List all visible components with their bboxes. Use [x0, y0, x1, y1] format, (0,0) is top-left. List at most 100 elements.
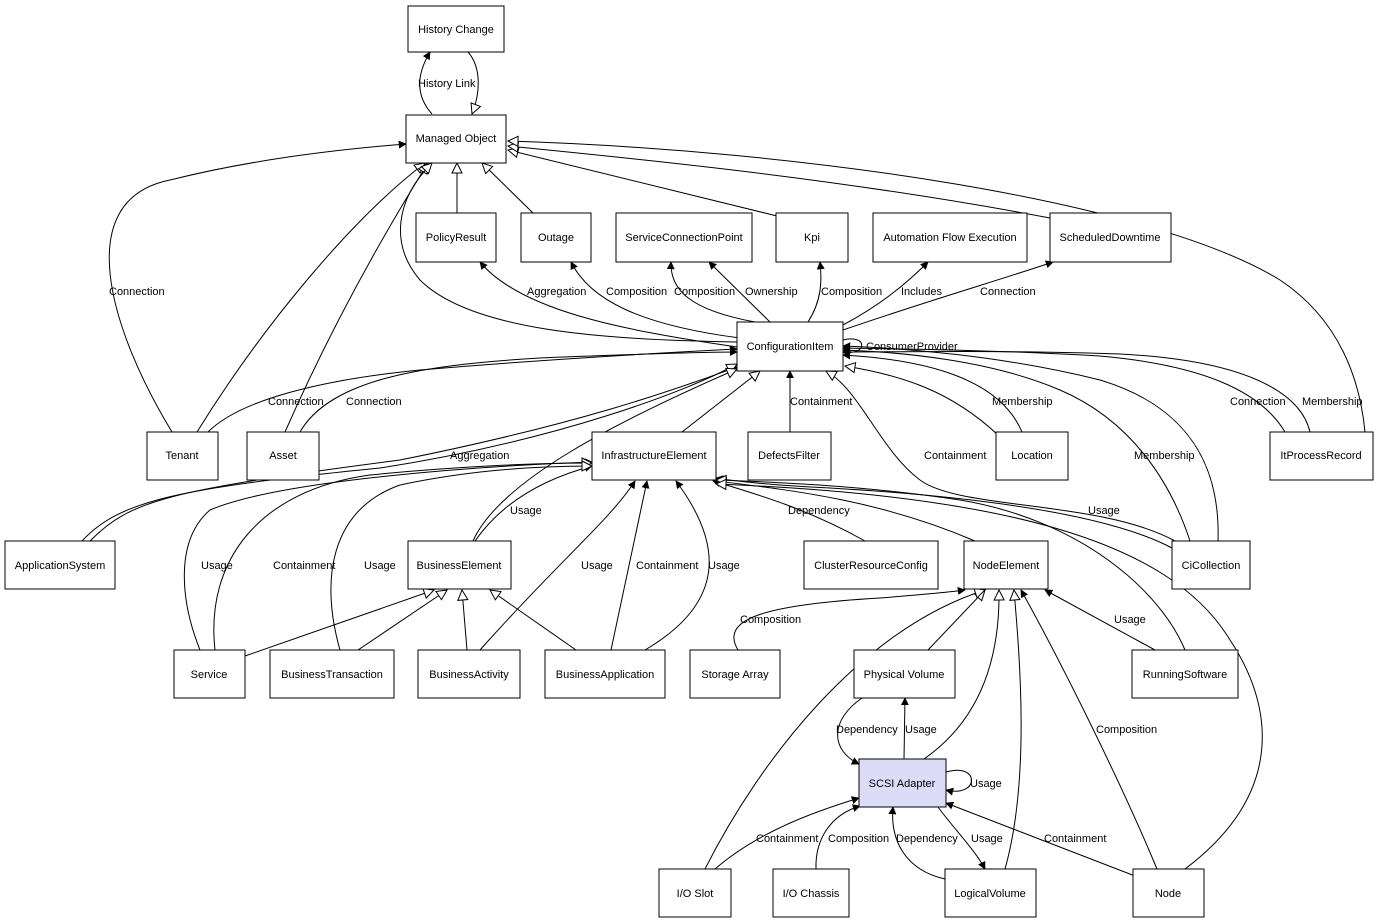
edge-usage-running-software [1044, 589, 1156, 651]
node-business-element[interactable]: BusinessElement [407, 540, 512, 590]
edge-label: Composition [1096, 724, 1157, 736]
node-node[interactable]: Node [1132, 868, 1205, 918]
edge-label: Ownership [745, 286, 798, 298]
node-outage[interactable]: Outage [520, 212, 592, 263]
edge-physical-node-element [927, 590, 985, 651]
node-label: ServiceConnectionPoint [625, 232, 742, 244]
edge-logical-node-element [1004, 590, 1022, 870]
edge-aggregation-policy [479, 261, 738, 348]
node-physical-volume[interactable]: Physical Volume [853, 649, 956, 699]
edge-label: Usage [1114, 614, 1146, 626]
node-kpi[interactable]: Kpi [775, 212, 849, 263]
edge-label: Membership [992, 396, 1053, 408]
node-label: LogicalVolume [954, 888, 1026, 900]
edge-label: Composition [740, 614, 801, 626]
edge-containment-service [213, 463, 592, 651]
node-label: Tenant [165, 450, 198, 462]
node-scheduled-downtime[interactable]: ScheduledDowntime [1049, 212, 1172, 263]
node-it-process-record[interactable]: ItProcessRecord [1269, 431, 1374, 481]
node-location[interactable]: Location [995, 431, 1069, 481]
edge-scsi-node-element [923, 590, 999, 760]
node-label: Service [191, 669, 228, 681]
edge-label: Connection [109, 286, 165, 298]
node-scsi-adapter[interactable]: SCSI Adapter [858, 758, 947, 808]
node-io-slot[interactable]: I/O Slot [658, 868, 732, 918]
edge-running-software-infra [716, 480, 1186, 651]
edge-kpi-mo [508, 150, 778, 217]
node-tenant[interactable]: Tenant [146, 431, 219, 481]
edge-service-business-element [244, 590, 434, 657]
node-running-software[interactable]: RunningSoftware [1131, 649, 1239, 699]
edge-label: Usage [364, 560, 396, 572]
node-label: ClusterResourceConfig [814, 560, 928, 572]
node-label: CiCollection [1182, 560, 1241, 572]
edge-label: Usage [708, 560, 740, 572]
edge-node-infra [716, 484, 1263, 870]
node-defects-filter[interactable]: DefectsFilter [747, 431, 832, 481]
node-business-transaction[interactable]: BusinessTransaction [269, 649, 395, 699]
edge-label: Composition [821, 286, 882, 298]
node-storage-array[interactable]: Storage Array [689, 649, 781, 699]
node-label: Node [1155, 888, 1181, 900]
edge-label: Usage [581, 560, 613, 572]
node-label: InfrastructureElement [601, 450, 706, 462]
node-asset[interactable]: Asset [246, 431, 320, 481]
node-ci-collection[interactable]: CiCollection [1171, 540, 1251, 590]
edge-usage-self [945, 769, 972, 796]
edge-label: Includes [901, 286, 942, 298]
edge-outage-mo [482, 163, 534, 214]
edge-label: Connection [1230, 396, 1286, 408]
node-business-application[interactable]: BusinessApplication [544, 649, 666, 699]
node-cluster-resource-config[interactable]: ClusterResourceConfig [803, 540, 939, 590]
node-label: ItProcessRecord [1280, 450, 1361, 462]
node-infrastructure-element[interactable]: InfrastructureElement [591, 431, 717, 481]
edge-label: Usage [1088, 505, 1120, 517]
edge-history-link-down [467, 51, 478, 114]
node-label: BusinessApplication [556, 669, 654, 681]
edge-label: Membership [1302, 396, 1363, 408]
node-managed-object[interactable]: Managed Object [405, 114, 507, 164]
node-automation-flow-execution[interactable]: Automation Flow Execution [872, 212, 1028, 263]
node-label: History Change [418, 24, 494, 36]
node-configuration-item[interactable]: ConfigurationItem [736, 321, 844, 372]
edge-composition-kpi [807, 261, 825, 323]
edge-containment-business-app [610, 480, 650, 651]
edge-containment-node [945, 801, 1136, 877]
edge-connection-scheduled [842, 260, 1054, 331]
node-policy-result[interactable]: PolicyResult [415, 212, 497, 263]
node-label: I/O Chassis [783, 888, 840, 900]
edge-label: Dependency [788, 505, 850, 517]
node-label: BusinessActivity [429, 669, 509, 681]
node-service[interactable]: Service [173, 649, 246, 699]
node-label: Location [1011, 450, 1053, 462]
node-io-chassis[interactable]: I/O Chassis [772, 868, 850, 918]
edge-dependency-logical [888, 806, 946, 880]
edge-label: Composition [674, 286, 735, 298]
node-label: Outage [538, 232, 574, 244]
edge-tenant-mo [196, 163, 425, 433]
node-history-change[interactable]: History Change [407, 5, 505, 53]
edge-usage-physical [900, 697, 909, 760]
edge-asset-mo [284, 163, 428, 433]
edge-label: Containment [636, 560, 698, 572]
edge-connection-tenant [207, 345, 738, 433]
edge-tenant-mo-connection [108, 140, 407, 433]
node-label: BusinessElement [417, 560, 502, 572]
edge-business-app-business-element [490, 590, 577, 651]
edge-node-element-infra [716, 481, 976, 542]
edge-includes [842, 261, 929, 326]
edge-business-transaction-business-element [357, 590, 447, 651]
edge-label: Usage [201, 560, 233, 572]
edge-infra-ci [681, 371, 760, 433]
edge-ownership [708, 261, 771, 323]
edge-label: Connection [980, 286, 1036, 298]
node-business-activity[interactable]: BusinessActivity [417, 649, 521, 699]
node-application-system[interactable]: ApplicationSystem [4, 540, 116, 590]
node-label: Asset [269, 450, 297, 462]
nodes: History Change Managed Object PolicyResu… [4, 5, 1374, 918]
node-service-connection-point[interactable]: ServiceConnectionPoint [615, 212, 753, 263]
node-node-element[interactable]: NodeElement [963, 540, 1049, 590]
edges [81, 51, 1366, 880]
node-logical-volume[interactable]: LogicalVolume [944, 868, 1037, 918]
node-label: ApplicationSystem [15, 560, 106, 572]
